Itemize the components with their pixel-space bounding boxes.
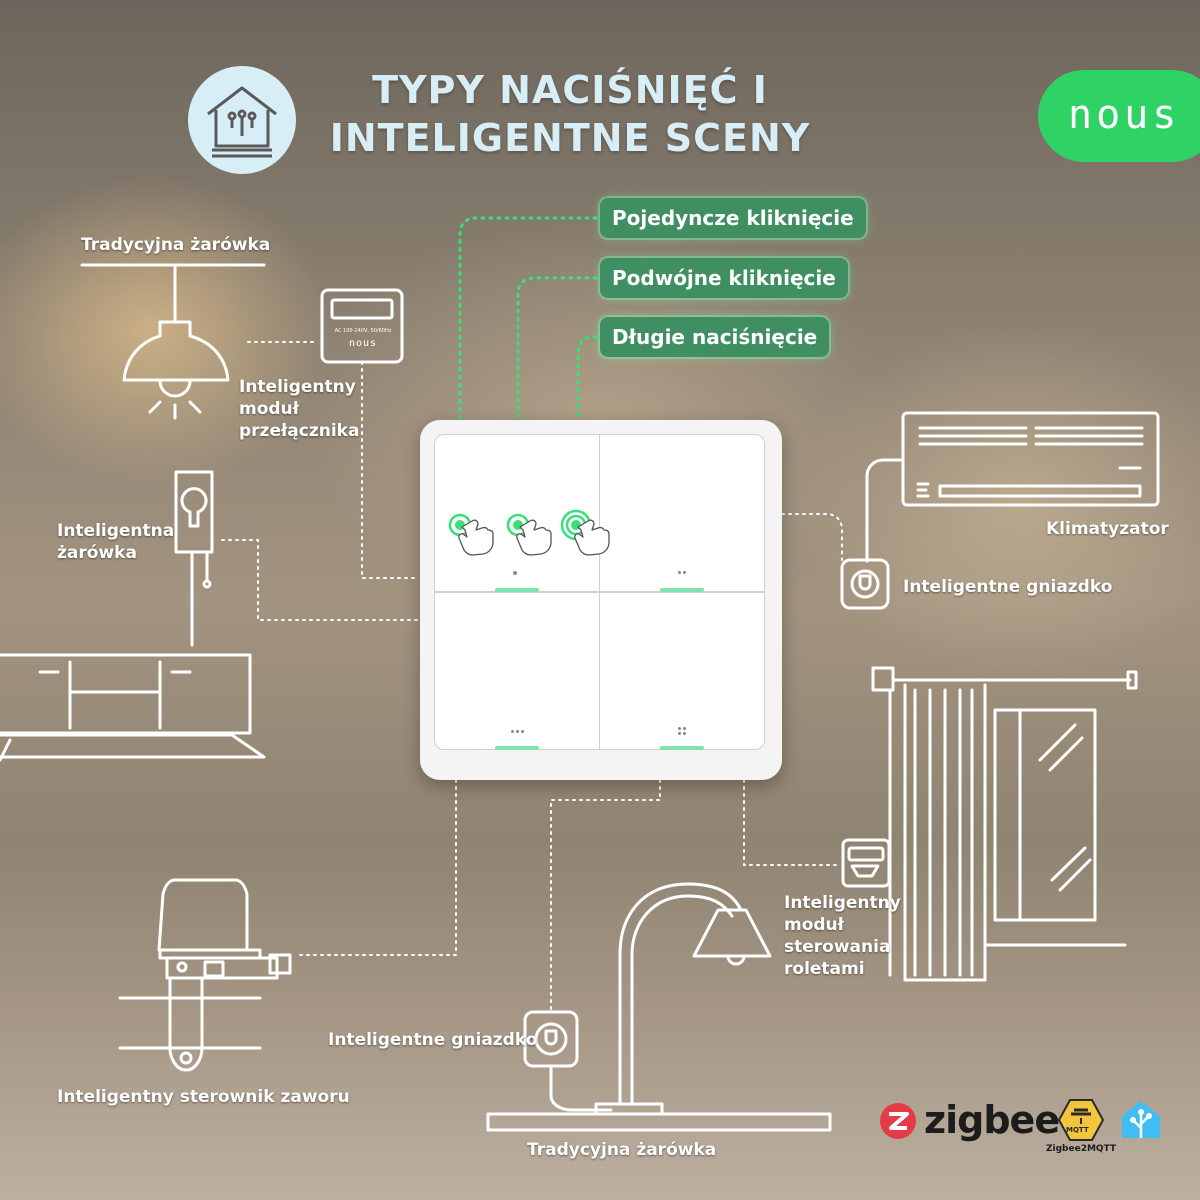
tap-gestures xyxy=(448,509,610,556)
zigbee-logo-icon xyxy=(880,1103,916,1139)
pendant-lamp-icon xyxy=(80,263,266,420)
key-led-bar xyxy=(660,588,704,592)
label-ac: Klimatyzator xyxy=(1046,519,1169,539)
hand-tap-icon xyxy=(458,519,494,556)
title-line-2: INTELIGENTNE SCENY xyxy=(329,116,811,160)
valve-controller-icon xyxy=(118,878,292,1072)
four-gang-switch xyxy=(420,420,782,780)
title-line-1: TYPY NACIŚNIĘĆ I xyxy=(372,68,768,112)
switch-key-3[interactable] xyxy=(434,592,600,750)
switch-key-4[interactable] xyxy=(599,592,765,750)
key-led-bar xyxy=(495,746,539,750)
arc-lamp-icon xyxy=(486,882,832,1132)
label-smart-bulb-1: Inteligentna xyxy=(57,521,175,541)
switch-module-icon xyxy=(320,288,404,364)
label-socket-bottom: Inteligentne gniazdko xyxy=(328,1030,538,1050)
key-indicator-dots xyxy=(678,571,681,574)
label-blinds-module-4: roletami xyxy=(784,959,865,979)
brand-logo: nous xyxy=(1068,92,1181,138)
key-indicator-dots xyxy=(678,727,681,730)
press-single-click: Pojedyncze kliknięcie xyxy=(600,198,866,238)
hand-tap-icon xyxy=(516,519,552,556)
smart-socket-icon xyxy=(840,558,890,610)
floor-lamp-icon xyxy=(174,470,214,647)
label-switch-module-3: przełącznika xyxy=(239,421,360,441)
tv-cabinet-icon xyxy=(0,653,266,762)
mqtt-caption: Zigbee2MQTT xyxy=(1046,1144,1117,1154)
label-bulb-bottom: Tradycyjna żarówka xyxy=(527,1140,717,1160)
label-switch-module-2: moduł xyxy=(239,399,299,419)
key-indicator-dots xyxy=(511,730,514,733)
smart-home-icon xyxy=(188,66,296,174)
hand-tap-icon xyxy=(574,519,610,556)
mqtt-badge-text: MQTT xyxy=(1066,1126,1089,1134)
zigbee-wordmark: zigbee xyxy=(924,1098,1060,1142)
press-double-click: Podwójne kliknięcie xyxy=(600,258,848,298)
curtain-window-icon xyxy=(871,666,1138,982)
module-voltage-text: AC 100-240V, 50/60Hz xyxy=(334,328,392,334)
press-long-press: Długie naciśnięcie xyxy=(600,317,830,357)
key-led-bar xyxy=(660,746,704,750)
switch-key-2[interactable] xyxy=(599,434,765,592)
label-smart-bulb-2: żarówka xyxy=(57,543,137,563)
key-led-bar xyxy=(495,588,539,592)
label-switch-module-1: Inteligentny xyxy=(239,377,356,397)
smart-socket-bottom-icon xyxy=(523,1010,613,1112)
brand-logo-badge[interactable]: nous xyxy=(1038,70,1200,162)
module-logo-text: nous xyxy=(348,338,378,349)
label-blinds-module-3: sterowania xyxy=(784,937,891,957)
label-valve: Inteligentny sterownik zaworu xyxy=(57,1087,350,1107)
switch-key-1[interactable] xyxy=(434,434,600,592)
air-conditioner-icon xyxy=(865,411,1160,563)
label-blinds-module-1: Inteligentny xyxy=(784,893,901,913)
label-blinds-module-2: moduł xyxy=(784,915,844,935)
mqtt-logo-icon xyxy=(1058,1099,1104,1141)
label-socket-right: Inteligentne gniazdko xyxy=(903,577,1113,597)
label-bulb-top: Tradycyjna żarówka xyxy=(81,235,271,255)
home-assistant-icon xyxy=(1122,1101,1160,1138)
blinds-module-icon xyxy=(841,838,891,888)
key-indicator-dot xyxy=(513,571,517,575)
